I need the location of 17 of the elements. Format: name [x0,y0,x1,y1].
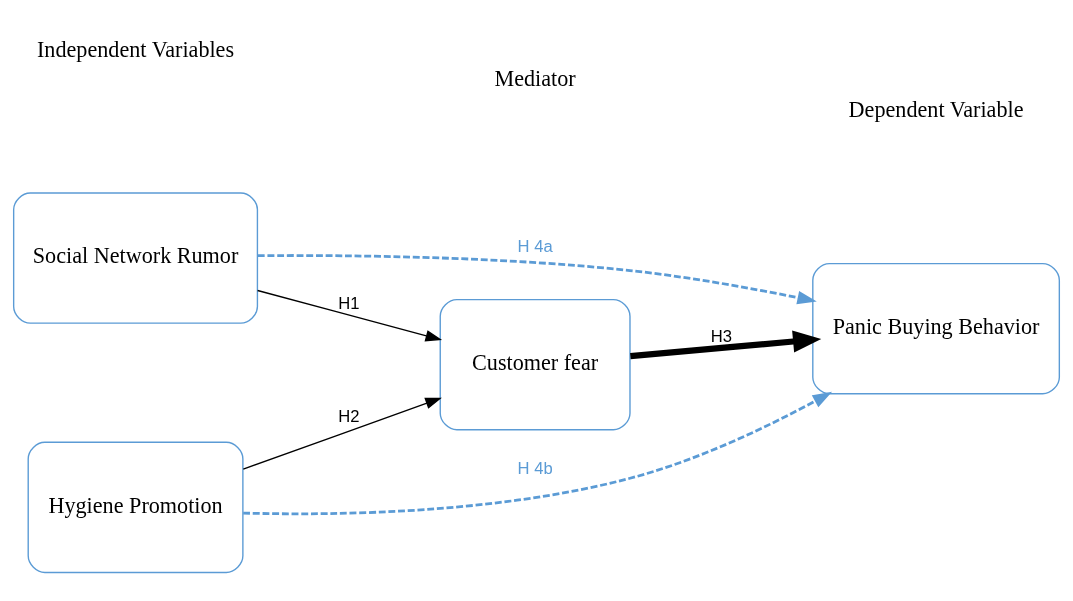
label: Independent Variables [37,36,235,62]
edge-label: H1 [338,293,360,313]
node-box: Panic Buying Behavior [812,262,1061,394]
arrow [257,253,817,304]
arrow [242,397,442,470]
edge-label: H 4a [517,236,553,256]
node-box: Customer fear [439,298,631,430]
node-box: Hygiene Promotion [27,441,244,573]
edge-label: H3 [710,326,733,346]
arrow [630,329,822,359]
arrow [256,289,443,341]
node-box: Social Network Rumor [12,191,259,324]
label: Mediator [494,65,576,91]
edge-label: H 4b [517,458,553,478]
arrow [243,391,833,515]
edge-label: H2 [338,406,360,426]
label: Dependent Variable [848,96,1024,122]
